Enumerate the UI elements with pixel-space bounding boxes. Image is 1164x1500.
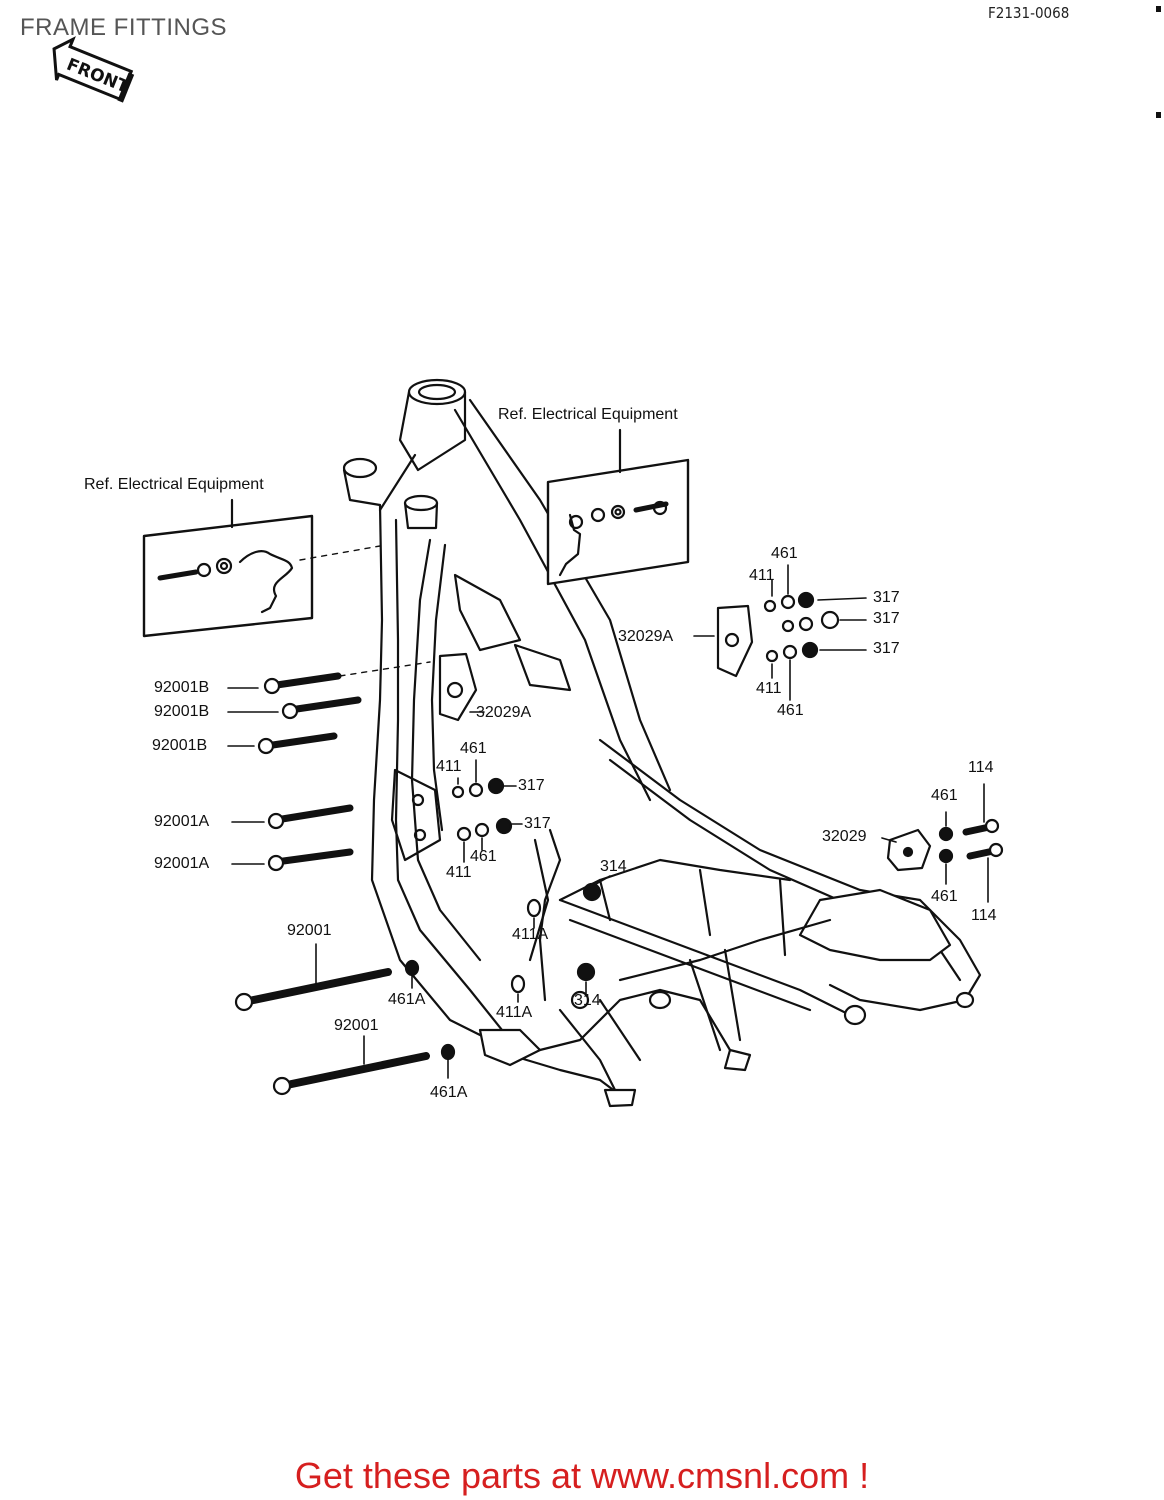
part-callout: 411 [749,567,775,584]
ref-box-left [142,498,381,638]
part-callout: 461 [931,888,958,905]
footer-promo-link[interactable]: Get these parts at www.cmsnl.com ! [294,1455,870,1496]
steering-head [342,378,467,530]
corner-mark-top [1156,6,1161,12]
center-hardware-lower [456,817,523,863]
bracket-32029-rear [881,783,1004,903]
part-callout: 314 [600,858,627,875]
corner-mark-bottom [1156,112,1161,118]
bolts-92001b [227,661,431,755]
part-callout: 461 [931,787,958,804]
nut-314-upper [582,875,611,902]
part-callout: 317 [518,777,545,794]
part-callout: 461A [430,1084,468,1101]
part-callout: 461A [388,991,426,1008]
part-callout: 317 [524,815,551,832]
lower-cradle [478,948,752,1108]
ref-electrical-left: Ref. Electrical Equipment [84,476,264,493]
rear-subframe [558,738,982,1017]
part-callout: 461 [771,545,798,562]
part-callout: 32029 [822,828,867,845]
bolts-92001a [231,804,354,872]
engine-mount-plates [390,573,572,862]
part-callout: 461 [777,702,804,719]
part-callout: 411 [436,758,462,775]
front-arrow-icon: FRONT [52,36,135,103]
part-callout: 92001B [154,679,210,696]
page-title: FRAME FITTINGS [20,14,227,41]
center-hardware-upper [451,759,517,799]
ref-box-right [546,428,690,586]
part-callout: 32029A [618,628,674,645]
part-callout: 461 [460,740,487,757]
part-callout: 317 [873,589,900,606]
part-callout: 114 [971,907,997,924]
part-callout: 114 [968,759,994,776]
part-callout: 92001A [154,855,210,872]
part-callout: 32029A [476,704,532,721]
part-callout: 411 [446,864,472,881]
nut-314-lower [576,962,596,997]
down-tubes [370,503,512,1042]
figure-code: F2131-0068 [988,4,1070,22]
part-callout: 411A [496,1004,533,1021]
part-callout: 411A [512,926,549,943]
part-callout: 317 [873,640,900,657]
pivot-area [528,828,975,1026]
part-callout: 92001B [154,703,210,720]
part-callout: 92001 [334,1017,379,1034]
part-callout: 461 [470,848,497,865]
bracket-32029a-center [438,652,485,722]
part-callout: 411 [756,680,782,697]
bracket-32029a-right [693,564,867,701]
backbone-tube [453,398,672,802]
part-callout: 92001B [152,737,208,754]
washer-411a-upper [526,898,542,929]
part-callout: 92001A [154,813,210,830]
ref-electrical-right: Ref. Electrical Equipment [498,406,678,423]
part-callout: 92001 [287,922,332,939]
part-callout: 314 [574,992,601,1009]
bolts-92001 [234,943,456,1096]
part-callout: 317 [873,610,900,627]
washer-411a-lower [510,974,526,1003]
